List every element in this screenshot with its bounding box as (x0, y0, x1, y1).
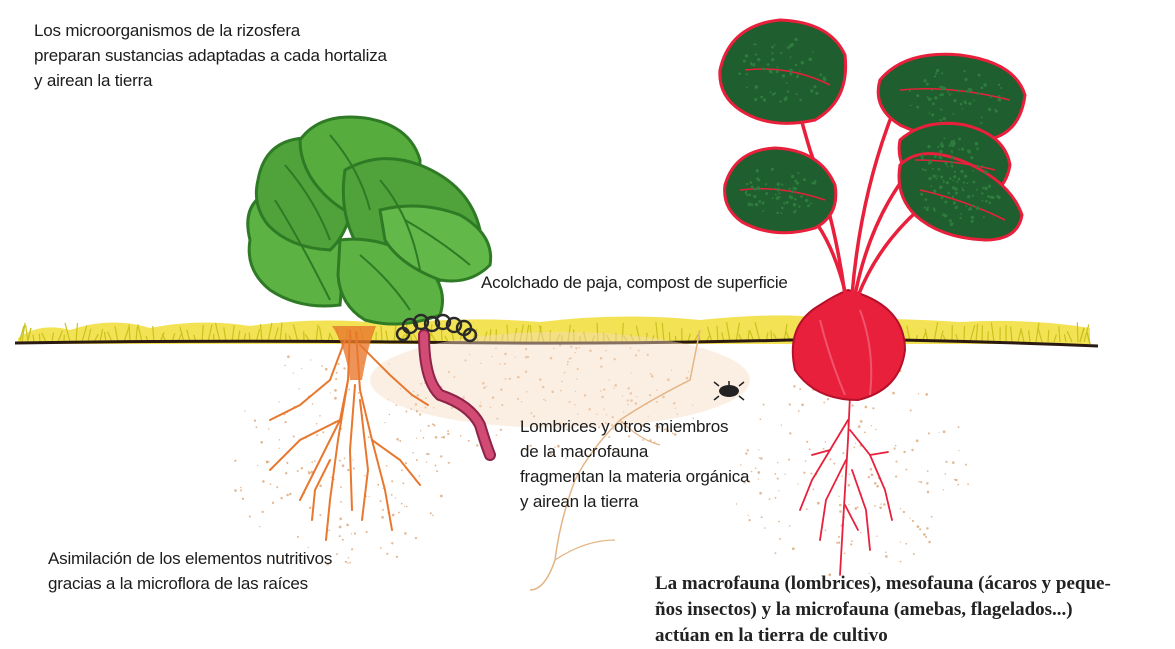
mulch-text: Acolchado de paja, compost de superficie (481, 270, 788, 295)
fauna-line: actúan en la tierra de cultivo (655, 623, 1111, 649)
rhizosphere-label: Los microorganismos de la rizosfera prep… (34, 18, 387, 93)
earthworms-line: fragmentan la materia orgánica (520, 464, 749, 489)
earthworms-line: y airean la tierra (520, 489, 749, 514)
mulch-label: Acolchado de paja, compost de superficie (481, 270, 788, 295)
fauna-line: ños insectos) y la microfauna (amebas, f… (655, 597, 1111, 623)
beet-plant (720, 20, 1025, 575)
earthworms-label: Lombrices y otros miembros de la macrofa… (520, 414, 749, 514)
earthworms-line: de la macrofauna (520, 439, 749, 464)
assimilation-label: Asimilación de los elementos nutritivos … (48, 546, 332, 596)
fauna-line: La macrofauna (lombrices), mesofauna (ác… (655, 571, 1111, 597)
beet-leaf (720, 20, 846, 123)
rhizosphere-line: y airean la tierra (34, 68, 387, 93)
earthworms-line: Lombrices y otros miembros (520, 414, 749, 439)
fauna-label: La macrofauna (lombrices), mesofauna (ác… (655, 571, 1111, 649)
rhizosphere-line: preparan sustancias adaptadas a cada hor… (34, 43, 387, 68)
assimilation-line: Asimilación de los elementos nutritivos (48, 546, 332, 571)
assimilation-line: gracias a la microflora de las raíces (48, 571, 332, 596)
rhizosphere-line: Los microorganismos de la rizosfera (34, 18, 387, 43)
beet-roots (800, 395, 892, 575)
